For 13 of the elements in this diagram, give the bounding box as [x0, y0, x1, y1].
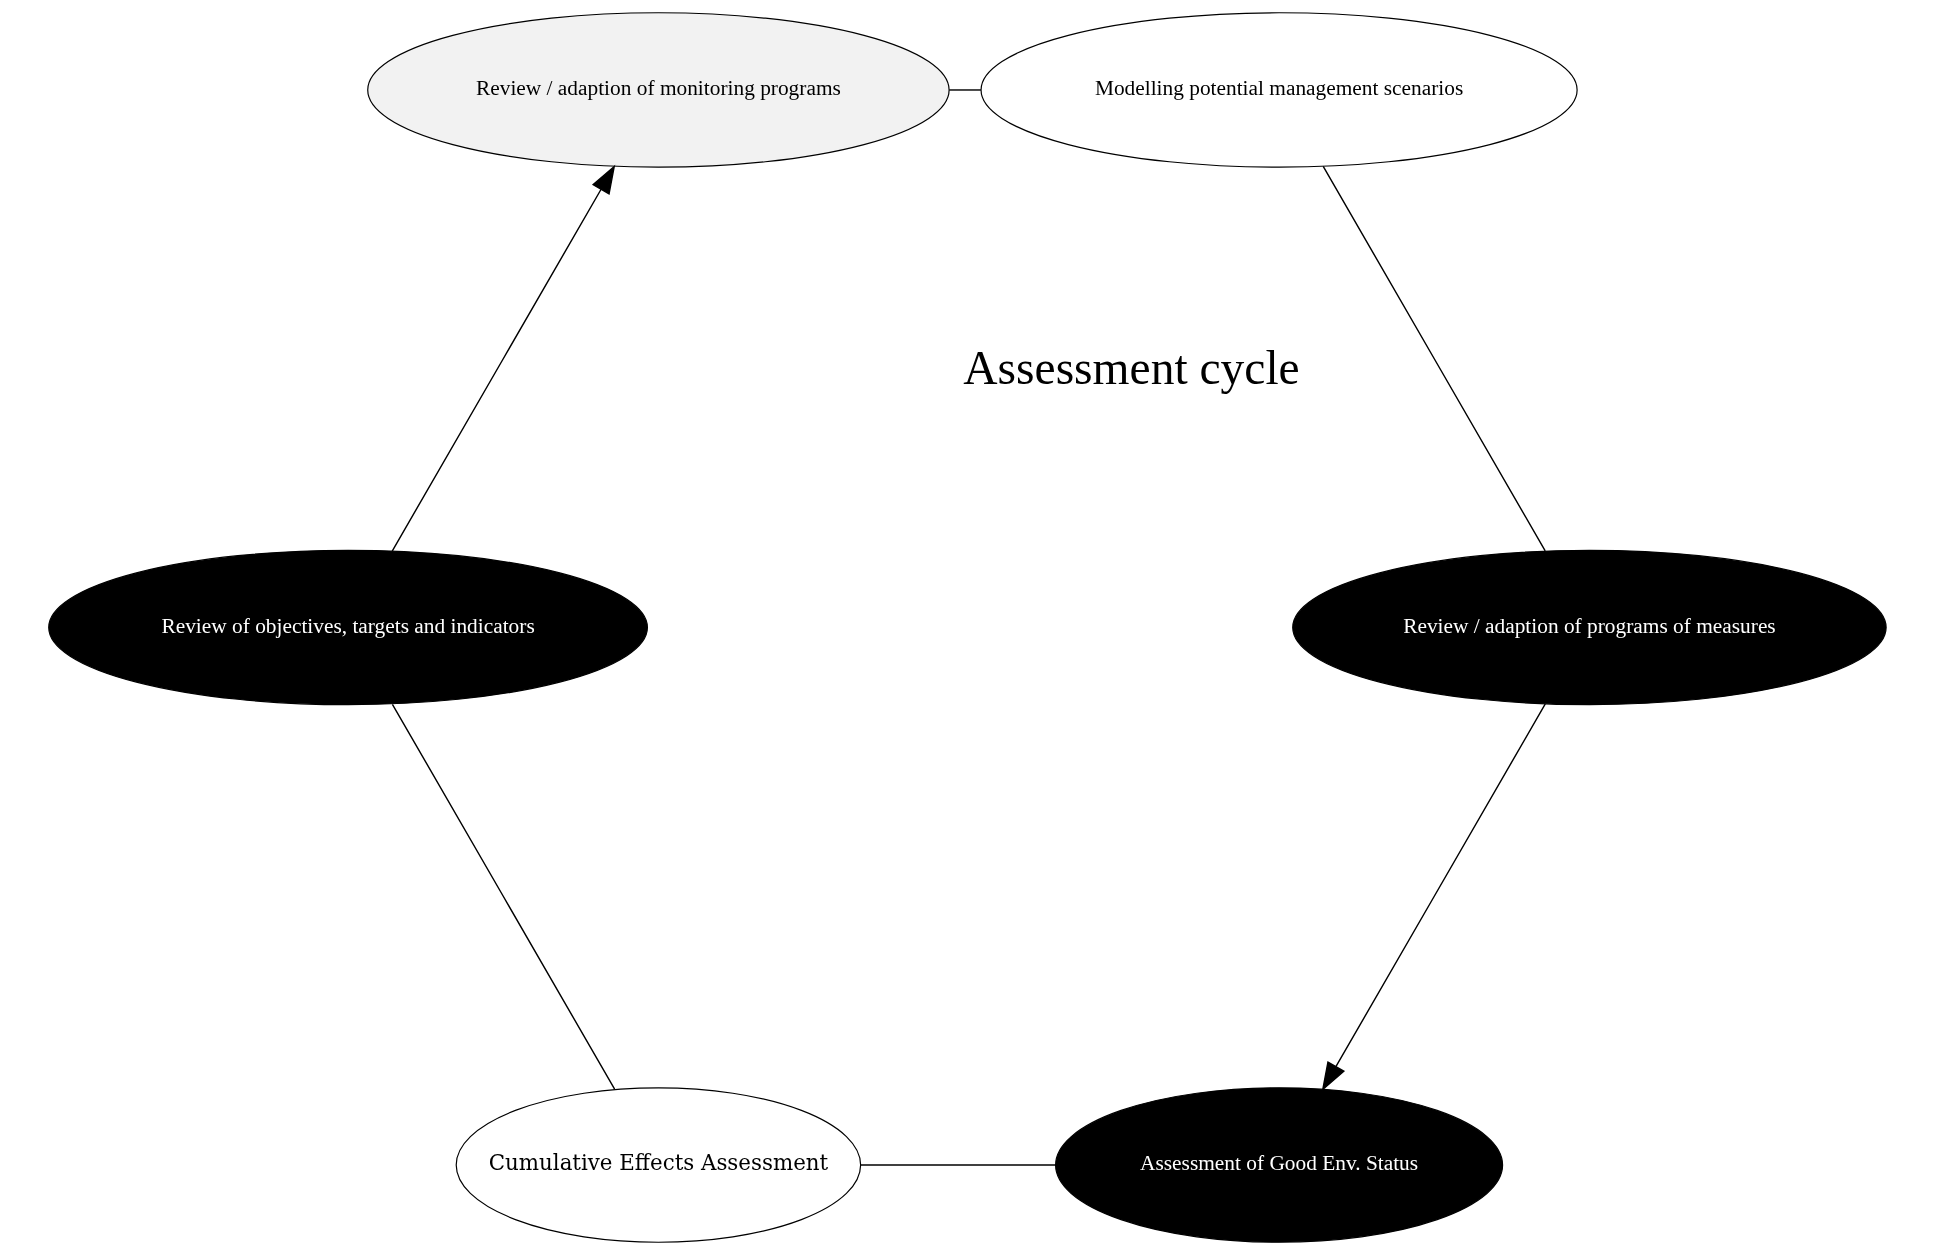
node-ellipse: Cumulative Effects Assessment [455, 1087, 861, 1243]
node-ellipse: Modelling potential management scenarios [979, 12, 1578, 168]
connector [948, 89, 982, 91]
node-ellipse: Review / adaption of monitoring programs [366, 12, 950, 168]
connector [1322, 165, 1546, 552]
node-ellipse: Review of objectives, targets and indicators [47, 549, 648, 706]
node-ellipse: Assessment of Good Env. Status [1054, 1087, 1503, 1243]
connector [391, 703, 615, 1090]
label: Assessment cycle [962, 342, 1300, 395]
node-ellipse: Review / adaption of programs of measures [1291, 549, 1887, 706]
arrow [1321, 703, 1546, 1092]
arrow [391, 164, 615, 552]
connector [859, 1164, 1056, 1166]
